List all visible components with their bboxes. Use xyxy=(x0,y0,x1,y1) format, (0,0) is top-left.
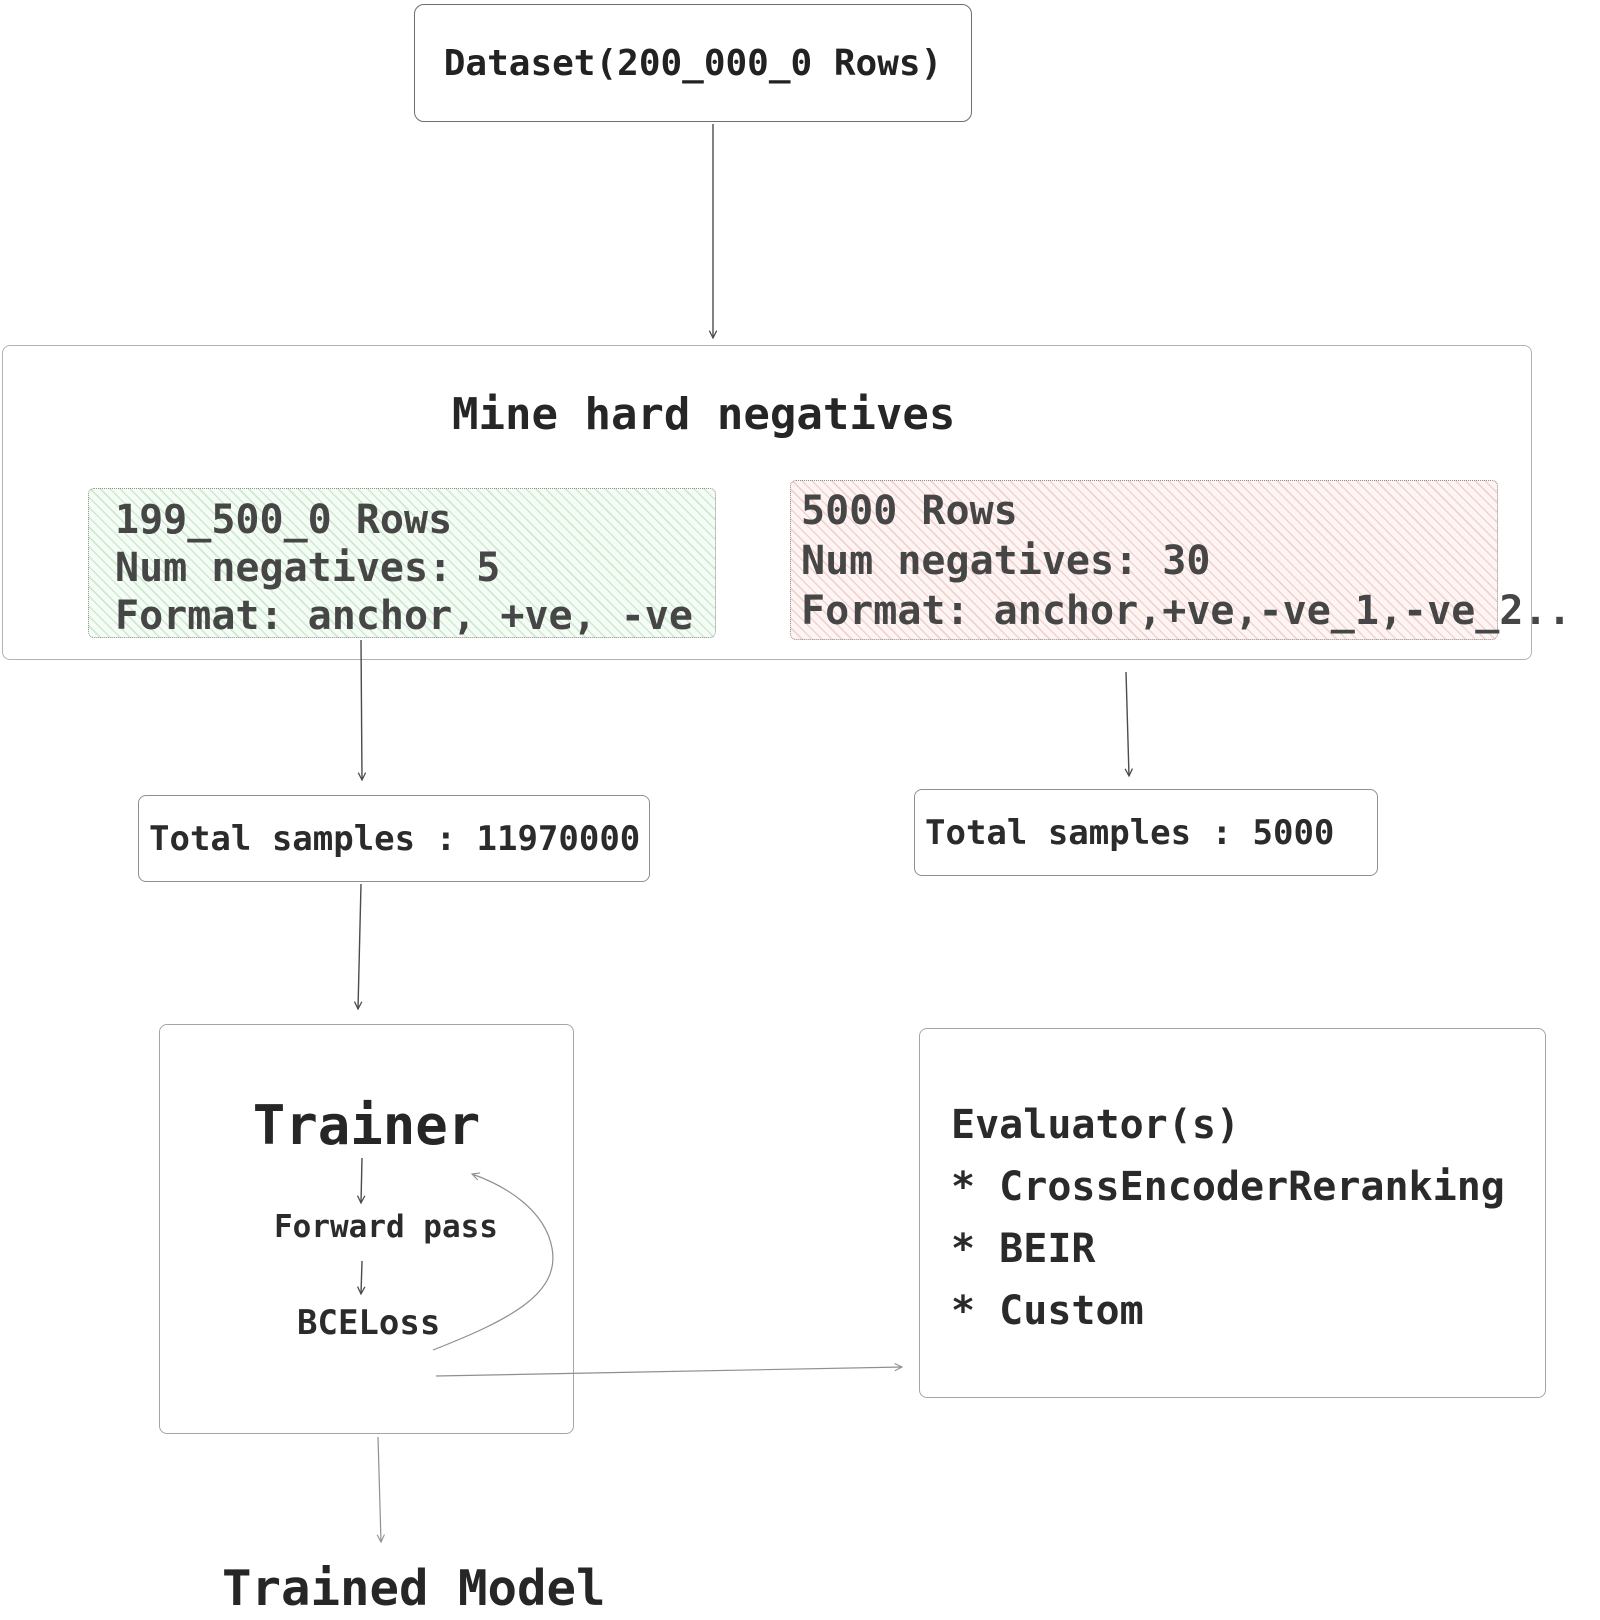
evaluator-item: * Custom xyxy=(951,1288,1144,1334)
eval-subset-num-negatives: Num negatives: 30 xyxy=(801,538,1211,584)
eval-subset-rows: 5000 Rows xyxy=(801,488,1018,534)
evaluator-item: * CrossEncoderReranking xyxy=(951,1164,1505,1210)
trainer-title: Trainer xyxy=(252,1094,481,1157)
evaluator-node xyxy=(919,1028,1546,1398)
eval-total-samples-label: Total samples : 5000 xyxy=(925,812,1335,853)
dataset-label: Dataset(200_000_0 Rows) xyxy=(443,42,943,84)
train-total-samples-node: Total samples : 11970000 xyxy=(138,795,650,882)
connector-total-to-trainer xyxy=(353,883,363,1011)
train-subset-node: 199_500_0 Rows Num negatives: 5 Format: … xyxy=(88,488,716,639)
train-subset-rows: 199_500_0 Rows xyxy=(115,497,453,543)
train-total-samples-label: Total samples : 11970000 xyxy=(149,818,641,859)
train-subset-format: Format: anchor, +ve, -ve xyxy=(115,593,693,639)
connector-trainer-to-trained-model xyxy=(376,1436,385,1544)
connector-eval-subset-to-total xyxy=(1124,671,1134,778)
mine-hard-negatives-title: Mine hard negatives xyxy=(452,389,956,440)
eval-total-samples-node: Total samples : 5000 xyxy=(914,789,1378,876)
forward-pass-label: Forward pass xyxy=(274,1209,498,1245)
evaluator-item: * BEIR xyxy=(951,1226,1096,1272)
bceloss-label: BCELoss xyxy=(297,1303,441,1343)
evaluator-text-block: Evaluator(s) * CrossEncoderReranking * B… xyxy=(951,1094,1505,1342)
train-subset-num-negatives: Num negatives: 5 xyxy=(115,545,501,591)
evaluator-title: Evaluator(s) xyxy=(951,1102,1240,1148)
dataset-node: Dataset(200_000_0 Rows) xyxy=(414,4,972,122)
eval-subset-node: 5000 Rows Num negatives: 30 Format: anch… xyxy=(790,480,1572,640)
connector-train-subset-to-total xyxy=(357,639,367,782)
eval-subset-format: Format: anchor,+ve,-ve_1,-ve_2.. xyxy=(801,588,1572,634)
trained-model-label: Trained Model xyxy=(222,1560,606,1617)
